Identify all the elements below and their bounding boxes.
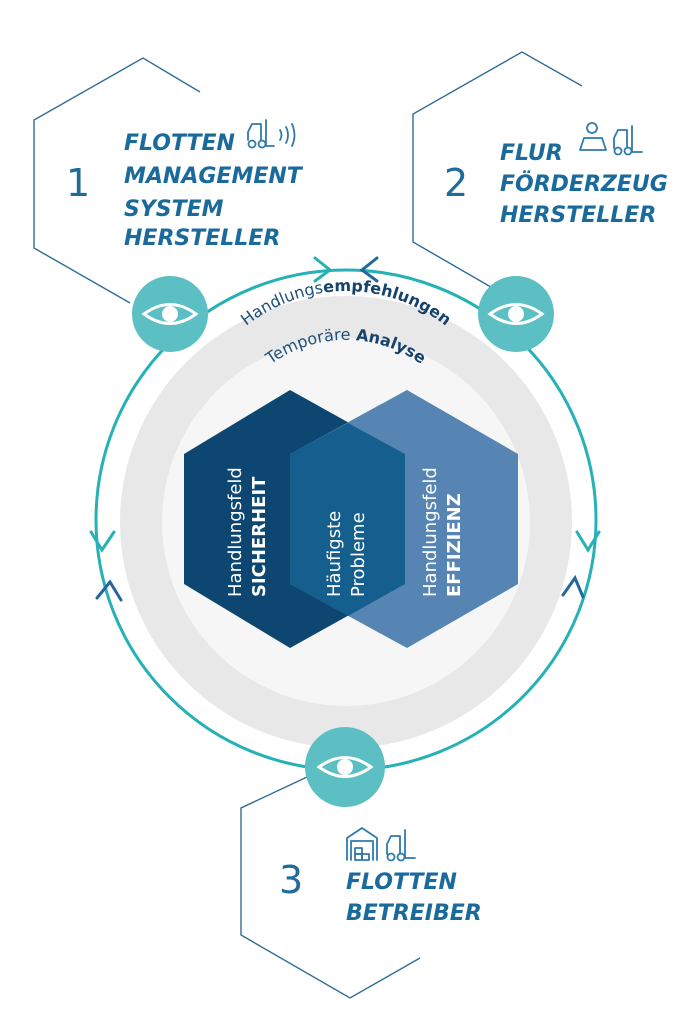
- warehouse-forklift-icon: [346, 827, 416, 862]
- field-safety-label: Handlungsfeld SICHERHEIT: [225, 461, 270, 597]
- hexagon-outline-1: [33, 57, 201, 304]
- eye-node-2[interactable]: [478, 276, 554, 352]
- arrow-left-up-icon: [95, 579, 123, 602]
- field-efficiency-label: Handlungsfeld EFFIZIENZ: [420, 461, 465, 597]
- actor-3-title: FLOTTEN BETREIBER: [346, 870, 482, 926]
- eye-icon: [141, 303, 199, 325]
- hexagon-outline-3: [240, 769, 421, 999]
- hexagon-outline-2: [412, 51, 583, 291]
- actor-2-title: FLUR FÖRDERZEUG HERSTELLER: [500, 141, 675, 228]
- ring-arrows: [89, 256, 601, 602]
- actor-3-number: 3: [279, 858, 303, 902]
- arrow-top-right-icon: [313, 256, 333, 283]
- arrow-left-down-icon: [89, 530, 116, 553]
- arrow-right-up-icon: [561, 574, 585, 599]
- arrow-top-left-icon: [359, 256, 379, 283]
- arrow-right-down-icon: [575, 530, 601, 553]
- eye-icon: [316, 756, 374, 778]
- person-forklift-icon: [579, 122, 643, 156]
- eye-node-3[interactable]: [305, 727, 385, 807]
- actor-1-number: 1: [66, 161, 90, 205]
- eye-node-1[interactable]: [132, 276, 208, 352]
- eye-icon: [487, 303, 545, 325]
- actor-2-number: 2: [444, 161, 468, 205]
- hexagon-overlap: [290, 423, 405, 616]
- forklift-signal-icon: [247, 119, 296, 149]
- actor-1-title: FLOTTEN MANAGEMENT SYSTEM HERSTELLER: [124, 131, 309, 251]
- field-problems-label: Häufigste Probleme: [324, 505, 369, 597]
